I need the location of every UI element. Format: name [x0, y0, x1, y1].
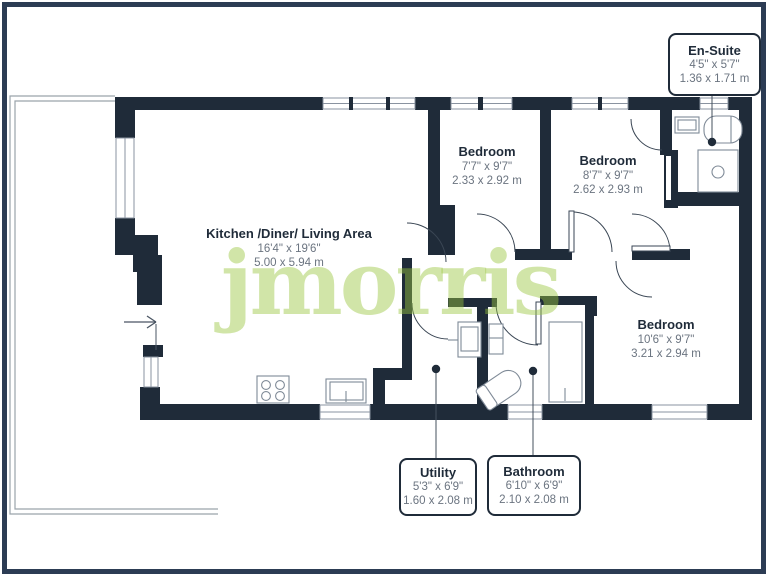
room-title: Bedroom — [579, 153, 637, 168]
room-title: Kitchen /Diner/ Living Area — [206, 226, 372, 241]
ensuite-shower — [697, 149, 739, 193]
room-dims-metric: 2.33 x 2.92 m — [452, 175, 522, 188]
callout-title: En-Suite — [688, 42, 741, 58]
room-title: Bedroom — [458, 144, 516, 159]
callout-dims-imperial: 5'3" x 6'9" — [412, 481, 464, 494]
callout-ensuite: En-Suite 4'5" x 5'7" 1.36 x 1.71 m — [668, 33, 761, 96]
kitchen-sink — [325, 378, 367, 404]
interior-walls — [373, 110, 752, 404]
ensuite-sink — [674, 116, 700, 134]
leader-lines — [431, 92, 717, 458]
room-dims-metric: 2.62 x 2.93 m — [573, 184, 643, 197]
callout-dims-metric: 1.36 x 1.71 m — [679, 72, 750, 85]
window-mullions — [349, 97, 602, 110]
room-label-bedroom-1: Bedroom 7'7" x 9'7" 2.33 x 2.92 m — [452, 144, 522, 188]
room-label-kitchen: Kitchen /Diner/ Living Area 16'4" x 19'6… — [206, 226, 372, 270]
fixtures — [256, 115, 743, 411]
room-title: Bedroom — [637, 317, 695, 332]
room-dims-metric: 3.21 x 2.94 m — [631, 348, 701, 361]
room-dims-metric: 5.00 x 5.94 m — [254, 257, 324, 270]
callout-title: Utility — [419, 465, 457, 481]
agency-watermark: jmorris — [220, 231, 562, 335]
room-dims-imperial: 7'7" x 9'7" — [461, 161, 513, 174]
entrance-arrow — [124, 315, 157, 350]
room-dims-imperial: 10'6" x 9'7" — [637, 334, 695, 347]
bathroom-sink — [488, 323, 504, 355]
room-label-bedroom-3: Bedroom 10'6" x 9'7" 3.21 x 2.94 m — [631, 317, 701, 361]
callout-dims-imperial: 6'10" x 6'9" — [505, 479, 563, 492]
callout-bathroom: Bathroom 6'10" x 6'9" 2.10 x 2.08 m — [487, 455, 581, 516]
patio-outline — [9, 95, 218, 515]
kitchen-hob — [256, 375, 290, 404]
room-dims-imperial: 8'7" x 9'7" — [582, 170, 634, 183]
bathroom-toilet — [475, 369, 522, 411]
callout-utility: Utility 5'3" x 6'9" 1.60 x 2.08 m — [399, 458, 477, 516]
exterior-walls — [115, 97, 752, 420]
callout-dims-metric: 2.10 x 2.08 m — [499, 493, 569, 506]
ensuite-toilet — [703, 115, 743, 144]
callout-dims-metric: 1.60 x 2.08 m — [403, 495, 473, 508]
windows — [115, 97, 737, 420]
callout-title: Bathroom — [503, 463, 565, 479]
shower-enclosure — [548, 321, 583, 403]
washing-machine — [448, 321, 482, 358]
room-label-bedroom-2: Bedroom 8'7" x 9'7" 2.62 x 2.93 m — [573, 153, 643, 197]
callout-dims-imperial: 4'5" x 5'7" — [689, 58, 740, 71]
doors — [406, 118, 671, 346]
room-dims-imperial: 16'4" x 19'6" — [257, 243, 321, 256]
